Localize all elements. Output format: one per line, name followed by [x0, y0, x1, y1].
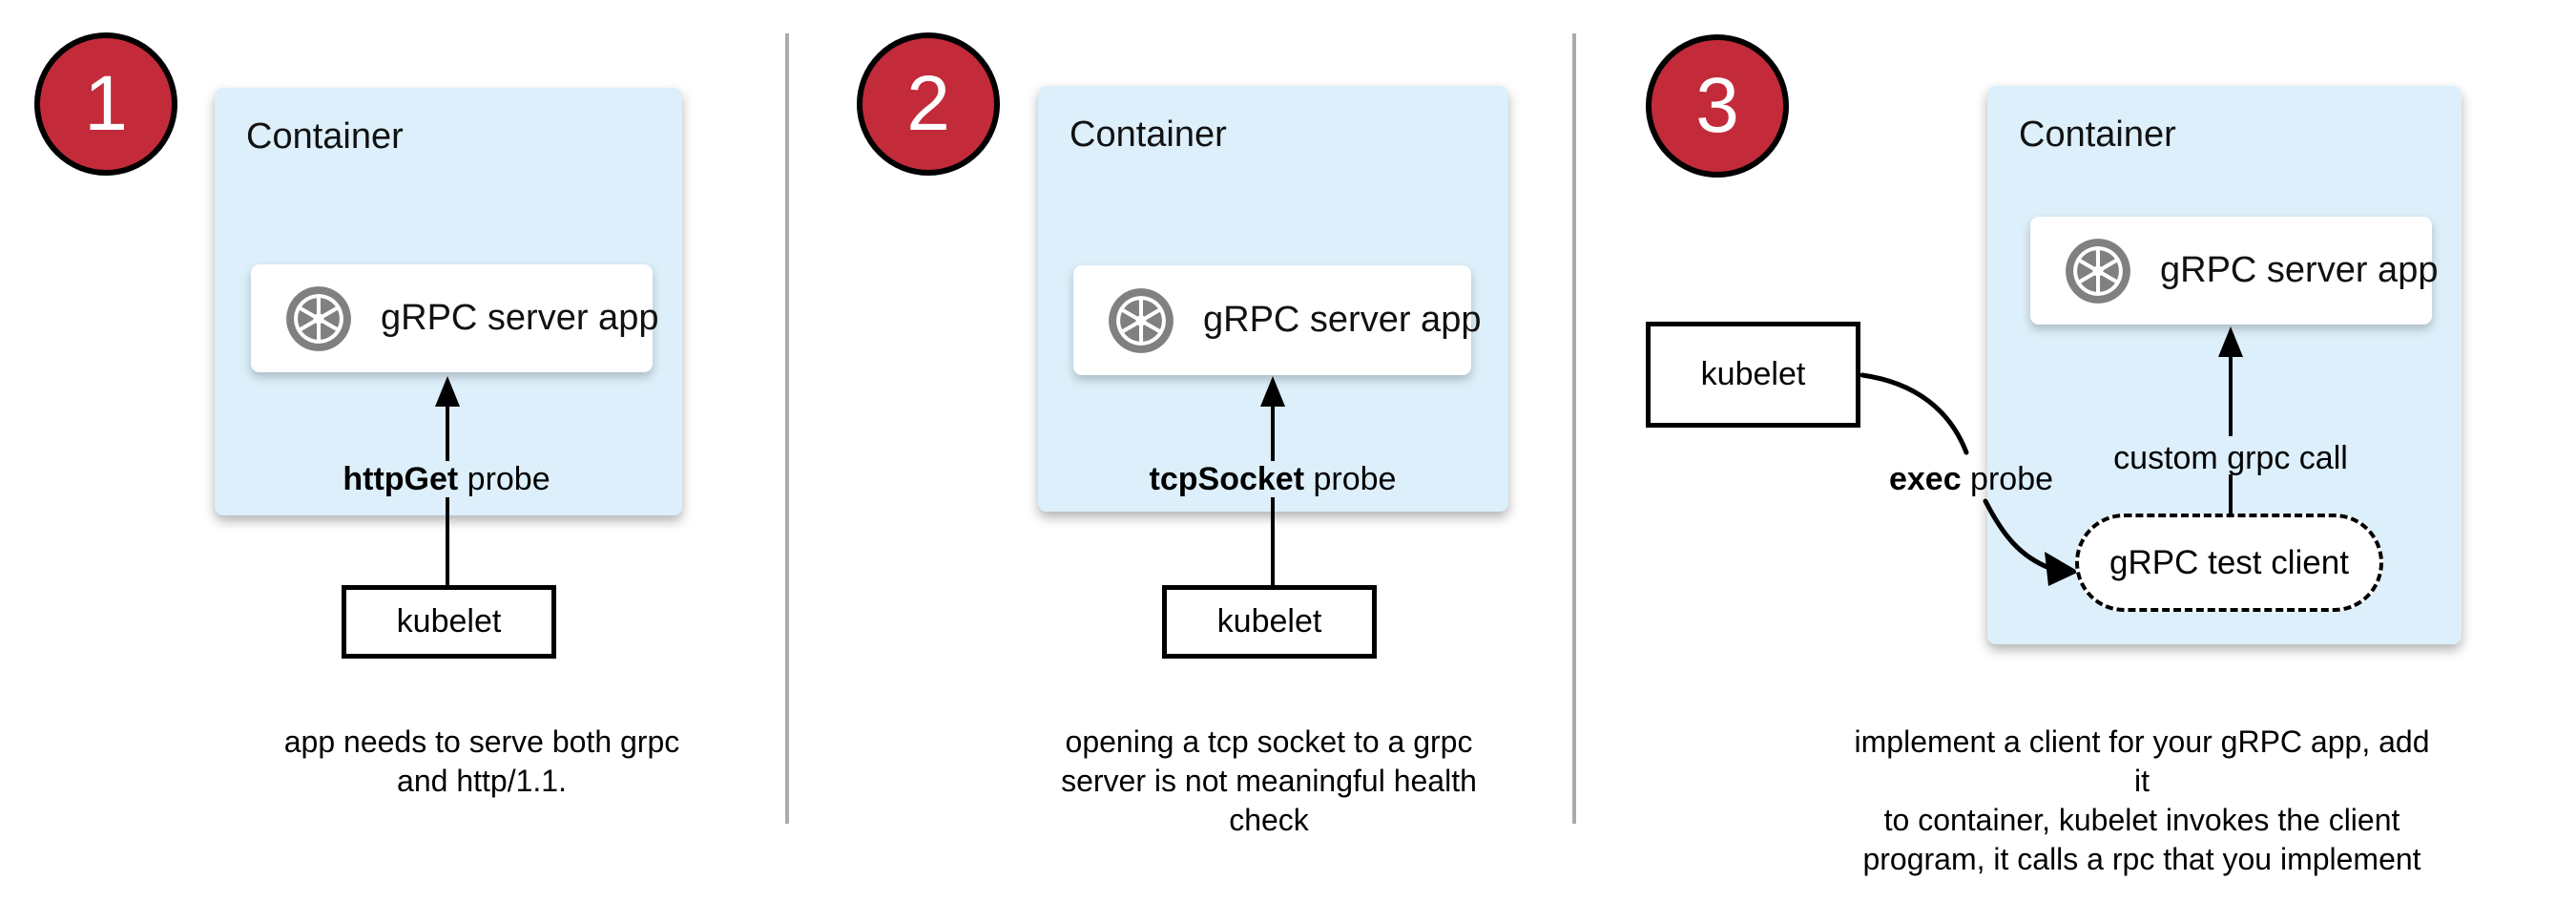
step-2-number: 2	[906, 60, 950, 147]
arrow-line-lower-2	[1271, 497, 1275, 585]
panel-divider-1	[785, 33, 789, 824]
probe-kind-3: exec	[1888, 461, 1962, 497]
probe-kind-1: httpGet	[343, 461, 459, 497]
grpc-server-app-card-1: gRPC server app	[251, 264, 658, 372]
probe-label-3: exec probe	[1828, 461, 2114, 498]
grpc-test-client-label: gRPC test client	[2109, 543, 2349, 581]
arrow-line-upper-3	[2229, 356, 2233, 436]
probe-word-3: probe	[1961, 461, 2054, 497]
arrow-up-head-3	[2218, 326, 2243, 357]
kubelet-label-1: kubelet	[396, 603, 502, 640]
caption-3: implement a client for your gRPC app, ad…	[1854, 724, 2430, 876]
kubelet-label-3: kubelet	[1700, 356, 1806, 392]
grpc-server-app-label-1: gRPC server app	[381, 298, 659, 338]
kubelet-box-3: kubelet	[1646, 322, 1860, 428]
custom-grpc-call-label: custom grpc call	[2113, 440, 2348, 476]
panel-divider-2	[1572, 33, 1576, 824]
step-3-badge: 3	[1646, 34, 1789, 178]
grpc-server-app-label-2: gRPC server app	[1203, 300, 1482, 340]
probe-kind-2: tcpSocket	[1149, 461, 1305, 497]
step-2-badge: 2	[857, 32, 1000, 176]
container-label-3: Container	[2019, 115, 2176, 155]
grpc-server-app-label-3: gRPC server app	[2160, 250, 2439, 290]
arrow-line-upper-1	[446, 406, 449, 461]
probe-word-1: probe	[458, 461, 551, 497]
arrow-up-head-2	[1260, 376, 1285, 407]
arrow-line-lower-1	[446, 497, 449, 585]
kubelet-box-1: kubelet	[342, 585, 556, 659]
aperture-icon	[283, 283, 354, 354]
step-1-badge: 1	[34, 32, 177, 176]
container-label-1: Container	[246, 116, 404, 157]
probe-label-2: tcpSocket probe	[1130, 461, 1416, 498]
probe-word-2: probe	[1304, 461, 1397, 497]
arrow-up-head-1	[435, 376, 460, 407]
grpc-server-app-card-3: gRPC server app	[2030, 217, 2438, 325]
probe-label-1: httpGet probe	[303, 461, 590, 498]
caption-2: opening a tcp socket to a grpc server is…	[1061, 724, 1477, 837]
grpc-test-client-node: gRPC test client	[2075, 514, 2383, 612]
kubelet-box-2: kubelet	[1162, 585, 1377, 659]
aperture-icon	[1106, 285, 1176, 356]
grpc-server-app-card-2: gRPC server app	[1073, 265, 1481, 375]
container-label-2: Container	[1070, 115, 1227, 155]
arrow-line-upper-2	[1271, 406, 1275, 461]
step-1-number: 1	[84, 60, 128, 147]
kubelet-label-2: kubelet	[1216, 603, 1322, 640]
aperture-icon	[2063, 236, 2133, 306]
arrow-line-lower-3	[2229, 474, 2233, 514]
caption-1: app needs to serve both grpc and http/1.…	[283, 724, 680, 798]
step-3-number: 3	[1695, 62, 1739, 149]
